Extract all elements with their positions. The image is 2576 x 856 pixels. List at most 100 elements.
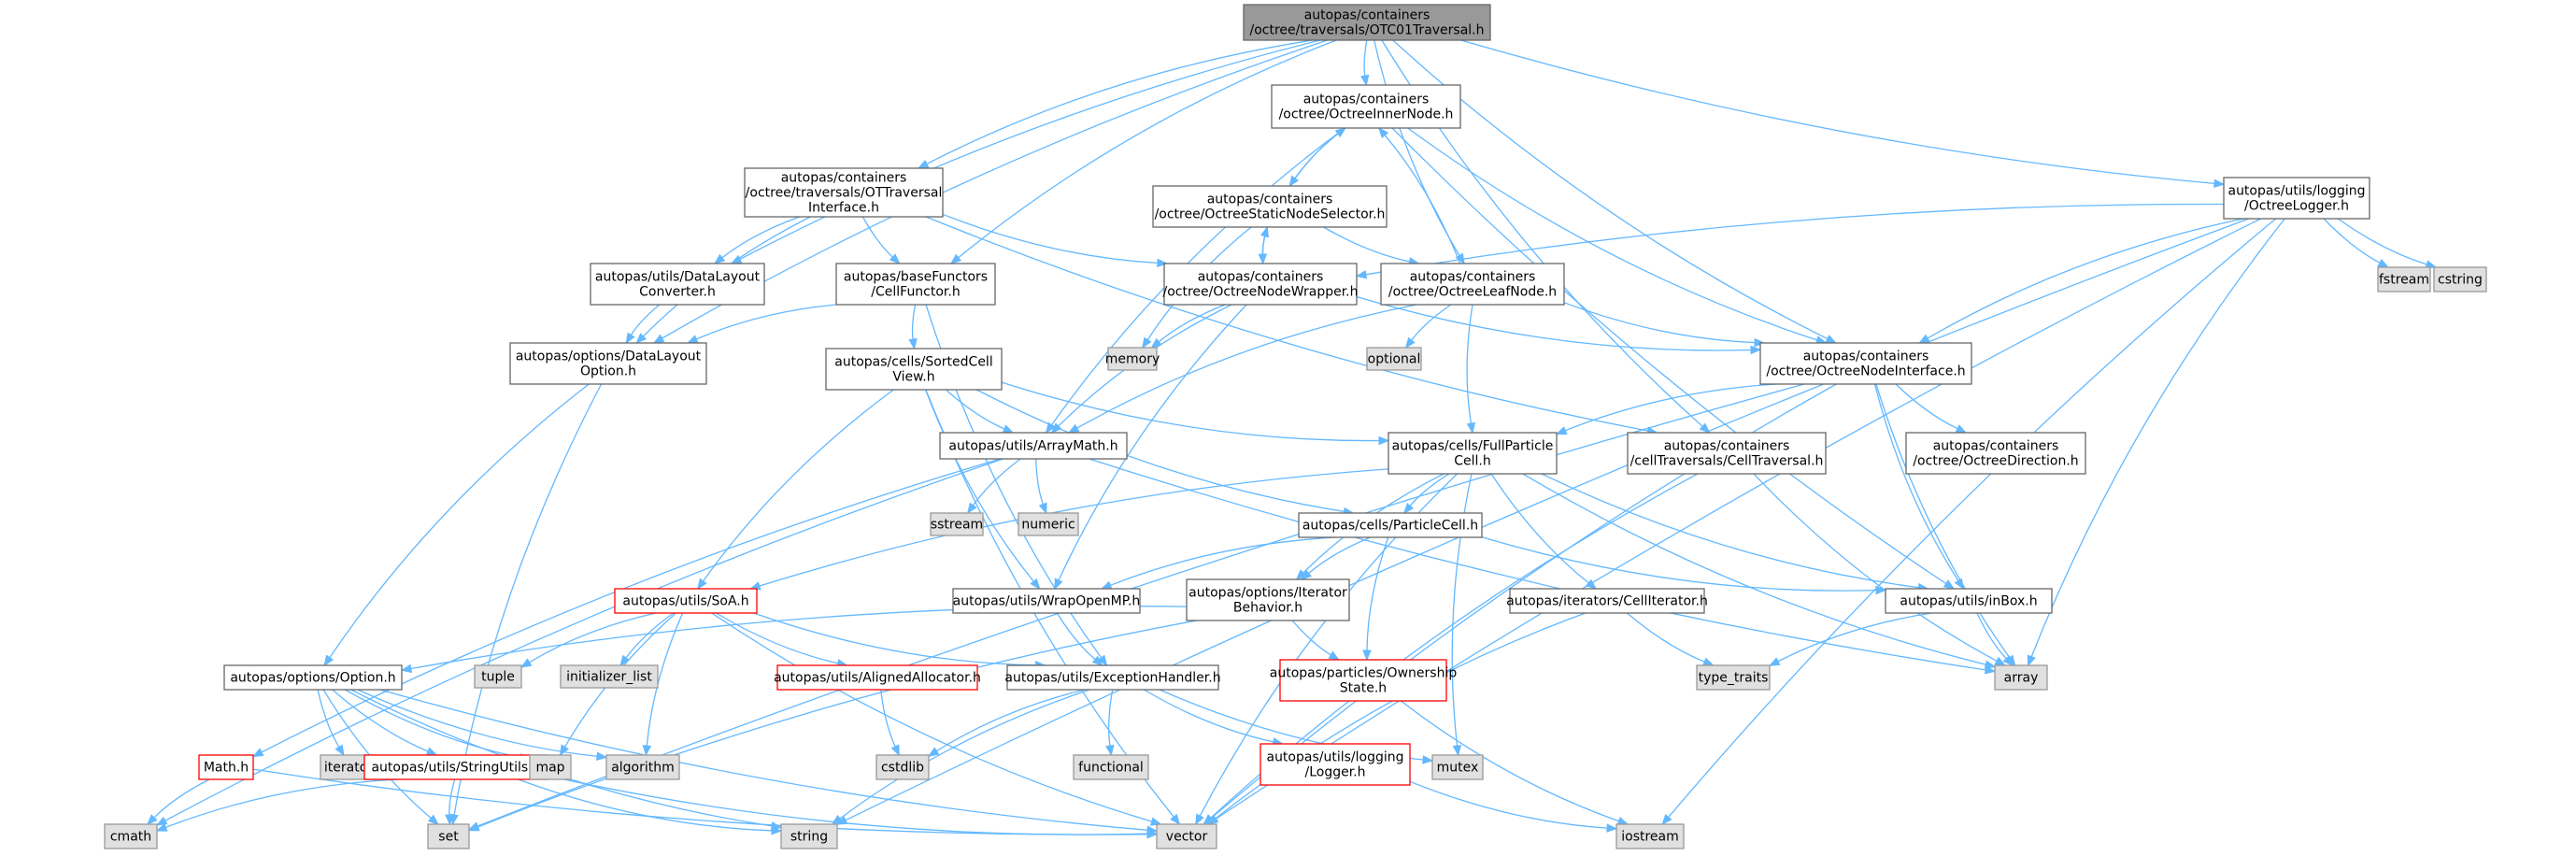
node-nodewrapper[interactable]: autopas/containers/octree/OctreeNodeWrap… (1162, 263, 1359, 306)
node-box (776, 664, 978, 691)
edge-line (2030, 218, 2285, 657)
node-exceptionhandler[interactable]: autopas/utils/ExceptionHandler.h (1004, 664, 1221, 691)
node-box (590, 263, 765, 306)
node-mathh[interactable]: Math.h (198, 754, 254, 780)
node-staticselector[interactable]: autopas/containers/octree/OctreeStaticNo… (1152, 185, 1388, 228)
node-wrapopenmp[interactable]: autopas/utils/WrapOpenMP.h (952, 588, 1141, 614)
node-box (198, 754, 254, 780)
node-leafnode[interactable]: autopas/containers/octree/OctreeLeafNode… (1380, 263, 1565, 306)
arrowhead (1422, 755, 1434, 764)
edge-line (646, 612, 684, 747)
node-label-line: autopas/cells/SortedCell (834, 355, 992, 370)
node-nodeinterface[interactable]: autopas/containers/octree/OctreeNodeInte… (1759, 342, 1972, 385)
node-box (1073, 754, 1149, 780)
node-box (2223, 177, 2370, 220)
node-box (1366, 347, 1422, 371)
node-particlecell[interactable]: autopas/cells/ParticleCell.h (1298, 512, 1483, 538)
node-label-line: autopas/containers (1198, 270, 1324, 285)
node-soa[interactable]: autopas/utils/SoA.h (614, 588, 758, 614)
edge-particlecell-to-iterbehavior (1300, 536, 1371, 580)
node-label-line: memory (1105, 352, 1160, 367)
arrowhead (1146, 829, 1159, 838)
node-label-line: optional (1368, 352, 1421, 367)
arrowhead (686, 335, 699, 344)
node-celltraversal[interactable]: autopas/containers/cellTraversals/CellTr… (1627, 432, 1827, 475)
node-label-line: iostream (1621, 830, 1679, 845)
edge-line (1407, 127, 1817, 341)
node-label-line: algorithm (611, 761, 675, 776)
edge-line (357, 689, 598, 757)
node-sstream: sstream (930, 512, 984, 536)
edge-line (1076, 304, 1417, 429)
edge-sortedcell-to-soa (697, 389, 894, 591)
edge-line (1294, 127, 1346, 179)
node-celliterator[interactable]: autopas/iterators/CellIterator.h (1506, 588, 1708, 614)
edge-celliterator-to-typetraits (1626, 612, 1715, 666)
edge-line (924, 389, 1034, 582)
edge-line (1058, 304, 1247, 581)
node-label-line: array (2004, 671, 2039, 686)
edge-arraymath-to-cmath (155, 458, 1003, 826)
node-ottraversal[interactable]: autopas/containers/octree/traversals/OTT… (744, 167, 944, 218)
edge-ottraversal-to-nodewrapper (942, 213, 1169, 268)
arrowhead (425, 747, 438, 756)
node-octreedirection[interactable]: autopas/containers/octree/OctreeDirectio… (1905, 432, 2086, 475)
edge-line (753, 612, 1036, 666)
node-label-line: iterator (324, 761, 373, 776)
arrowhead (1030, 578, 1041, 591)
node-octreelogger[interactable]: autopas/utils/logging/OctreeLogger.h (2223, 177, 2370, 220)
node-cellfunctor[interactable]: autopas/baseFunctors/CellFunctor.h (835, 263, 996, 306)
arrowhead (1702, 657, 1715, 666)
edge-ottraversal-to-celltraversal (925, 216, 1658, 435)
node-arraymath[interactable]: autopas/utils/ArrayMath.h (939, 432, 1128, 460)
arrowhead (1616, 817, 1630, 825)
node-label-line: /octree/OctreeInnerNode.h (1279, 107, 1454, 122)
node-box (952, 588, 1141, 614)
arrowhead (1091, 655, 1103, 666)
arrowhead (251, 748, 264, 758)
arrowhead (1002, 424, 1015, 434)
edge-line (1409, 780, 1608, 829)
node-label-line: numeric (1021, 518, 1075, 533)
node-box (1186, 578, 1350, 621)
node-option[interactable]: autopas/options/Option.h (223, 664, 403, 691)
edge-line (942, 213, 1158, 264)
edge-line (1409, 473, 1450, 506)
edge-root-to-octreelogger (1460, 39, 2226, 188)
arrowhead (1260, 225, 1269, 238)
edge-logger-to-iostream (1409, 780, 1618, 833)
arrowhead (1699, 422, 1711, 434)
node-stringutils[interactable]: autopas/utils/StringUtils.h (363, 754, 548, 780)
node-label-line: autopas/utils/SoA.h (622, 594, 748, 609)
node-label-line: fstream (2379, 273, 2429, 288)
arrowhead (652, 334, 665, 344)
node-logger[interactable]: autopas/utils/logging/Logger.h (1260, 743, 1411, 786)
edge-line (453, 383, 603, 816)
node-box (363, 754, 548, 780)
node-label-line: initializer_list (566, 670, 652, 685)
node-box (1271, 84, 1461, 129)
node-innernode[interactable]: autopas/containers/octree/OctreeInnerNod… (1271, 84, 1461, 129)
node-label-line: autopas/containers (1803, 350, 1929, 364)
edge-fullparticle-to-celliterator (1490, 473, 1598, 590)
node-label-line: autopas/containers (1207, 193, 1333, 207)
edge-line (153, 778, 210, 819)
edge-line (1668, 218, 2277, 818)
edge-line (1895, 383, 1958, 430)
edge-leafnode-to-fullparticle (1466, 304, 1476, 435)
node-alignedalloc[interactable]: autopas/utils/AlignedAllocator.h (774, 664, 981, 691)
node-box (427, 823, 470, 849)
edge-line (1976, 612, 2007, 660)
edge-line (1365, 203, 2225, 276)
arrowhead (1555, 426, 1568, 435)
edge-line (1541, 473, 1919, 589)
arrowhead (1097, 654, 1108, 667)
edge-line (1035, 458, 1044, 505)
node-inbox[interactable]: autopas/utils/inBox.h (1885, 588, 2053, 614)
